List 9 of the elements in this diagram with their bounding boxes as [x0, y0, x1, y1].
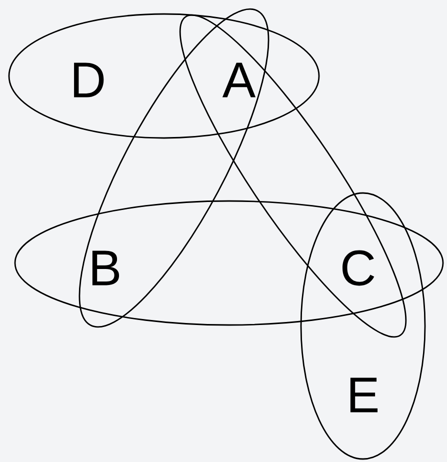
ellipse-outline	[300, 192, 426, 460]
letter-label: B	[92, 250, 120, 286]
letter-label: C	[342, 250, 374, 286]
ellipse-outline	[180, 14, 406, 338]
letter-label: E	[350, 378, 378, 412]
ellipse-outline	[14, 200, 444, 326]
letter-label: D	[74, 62, 104, 98]
ellipse-outline	[8, 13, 320, 139]
letter-label: A	[222, 62, 256, 98]
